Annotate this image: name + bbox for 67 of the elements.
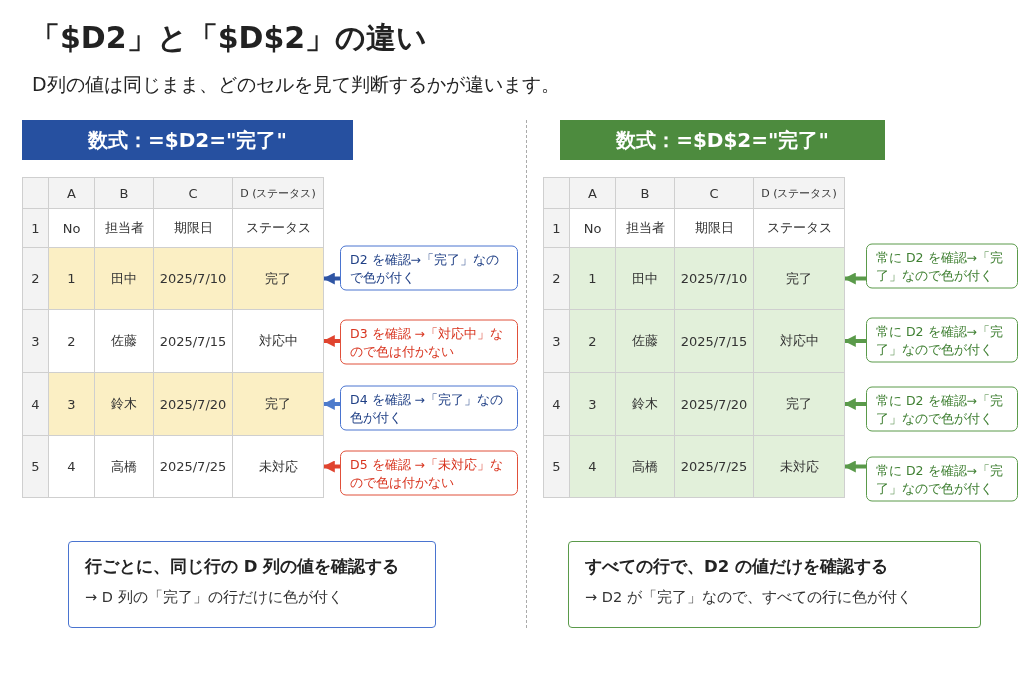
summary-heading: 行ごとに、同じ行の D 列の値を確認する [85, 556, 401, 578]
subtitle: D列の値は同じまま、どのセルを見て判断するかが違います。 [32, 72, 560, 97]
formula-banner: 数式：=$D2="完了" [22, 120, 353, 160]
callout-box: D2 を確認→「完了」なので色が付く [340, 245, 518, 291]
arrow [322, 335, 340, 347]
column-header: A [569, 177, 616, 209]
arrow [843, 460, 866, 473]
status-cell: 完了 [753, 372, 845, 436]
arrow [843, 272, 866, 285]
callout-box: 常に D2 を確認→「完了」なので色が付く [866, 386, 1018, 432]
arrow [322, 398, 340, 410]
arrow [843, 398, 866, 410]
table-cell: 3 [569, 372, 616, 436]
table-cell: 4 [569, 435, 616, 498]
status-cell: 完了 [753, 247, 845, 310]
callout-box: 常に D2 を確認→「完了」なので色が付く [866, 317, 1018, 363]
table-cell: 鈴木 [615, 372, 675, 436]
status-cell: 未対応 [232, 435, 324, 498]
arrow [322, 272, 340, 285]
row-number: 1 [543, 208, 570, 248]
summary-box [568, 541, 981, 628]
table-cell: 鈴木 [94, 372, 154, 436]
callout-box: 常に D2 を確認→「完了」なので色が付く [866, 456, 1018, 502]
row-number: 3 [22, 309, 49, 373]
summary-note: → D 列の「完了」の行だけに色が付く [85, 588, 344, 607]
callout-box: D5 を確認 →「未対応」なので色は付かない [340, 450, 518, 496]
callout-box: D3 を確認 →「対応中」なので色は付かない [340, 319, 518, 365]
status-cell: 完了 [232, 247, 324, 310]
table-cell: 2025/7/20 [674, 372, 754, 436]
row-number: 4 [543, 372, 570, 436]
summary-note: → D2 が「完了」なので、すべての行に色が付く [585, 588, 913, 607]
summary-box [68, 541, 436, 628]
summary-heading: すべての行で、D2 の値だけを確認する [585, 556, 889, 578]
row-number: 4 [22, 372, 49, 436]
column-header: A [48, 177, 95, 209]
table-cell: 1 [48, 247, 95, 310]
table-cell: 田中 [615, 247, 675, 310]
table-cell: 高橋 [615, 435, 675, 498]
status-cell: 完了 [232, 372, 324, 436]
status-cell: 未対応 [753, 435, 845, 498]
row-number: 3 [543, 309, 570, 373]
table-cell: 2025/7/10 [153, 247, 233, 310]
row-number: 5 [543, 435, 570, 498]
column-header: B [94, 177, 154, 209]
table-cell: 2025/7/10 [674, 247, 754, 310]
row-number: 1 [22, 208, 49, 248]
status-cell: 対応中 [753, 309, 845, 373]
arrow [322, 460, 340, 473]
table-cell: 1 [569, 247, 616, 310]
table-cell: 2 [569, 309, 616, 373]
formula-banner: 数式：=$D$2="完了" [560, 120, 885, 160]
callout-box: D4 を確認 →「完了」なの色が付く [340, 385, 518, 431]
callout-box: 常に D2 を確認→「完了」なので色が付く [866, 243, 1018, 289]
table-cell: 佐藤 [615, 309, 675, 373]
row-number: 5 [22, 435, 49, 498]
table-cell: 3 [48, 372, 95, 436]
table-cell: 2025/7/25 [674, 435, 754, 498]
title: 「$D2」と「$D$2」の違い [30, 19, 428, 57]
table-cell: 田中 [94, 247, 154, 310]
arrow [843, 335, 866, 347]
table-cell: 2025/7/20 [153, 372, 233, 436]
column-header: C [153, 177, 233, 209]
column-header: B [615, 177, 675, 209]
column-header: D (ステータス) [232, 177, 324, 209]
column-header: C [674, 177, 754, 209]
table-cell: 2025/7/15 [674, 309, 754, 373]
column-header: D (ステータス) [753, 177, 845, 209]
